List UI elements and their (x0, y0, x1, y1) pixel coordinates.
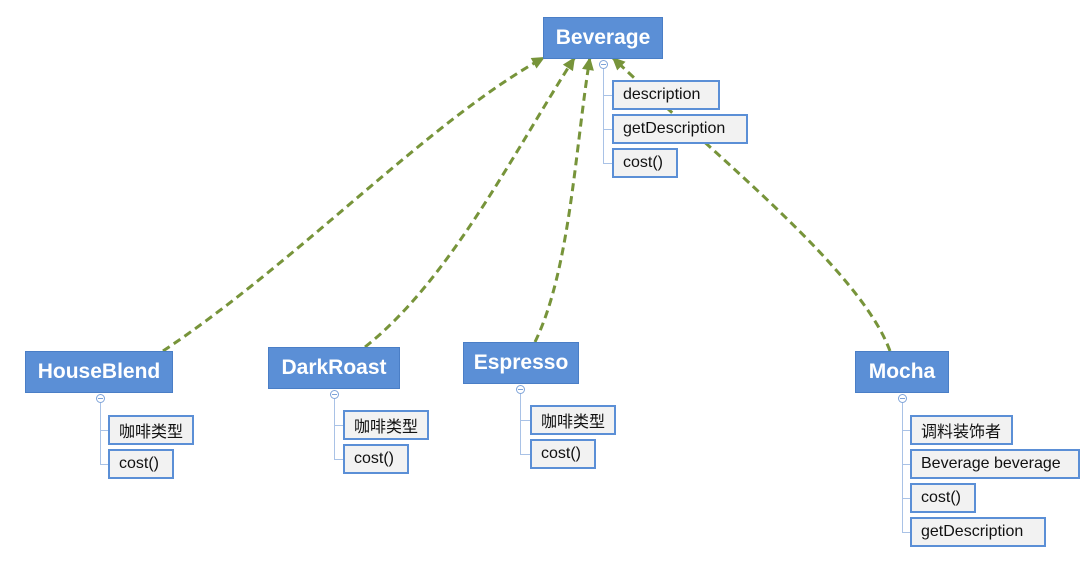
arrowhead-mocha (612, 57, 626, 71)
tree-branch (520, 454, 530, 455)
node-darkroast[interactable]: DarkRoast (268, 347, 400, 389)
mocha-member-beverage-beverage[interactable]: Beverage beverage (910, 449, 1080, 479)
mocha-member-item-0[interactable]: 调料装饰者 (910, 415, 1013, 445)
tree-branch (603, 95, 612, 96)
arrowhead-houseblend (530, 57, 545, 69)
collapse-toggle-mocha[interactable] (898, 394, 907, 403)
houseblend-member-cost[interactable]: cost() (108, 449, 174, 479)
edge-espresso-to-beverage (533, 56, 592, 343)
collapse-toggle-houseblend[interactable] (96, 394, 105, 403)
tree-line-mocha (902, 403, 903, 532)
tree-branch (100, 464, 108, 465)
node-mocha[interactable]: Mocha (855, 351, 949, 393)
arrowhead-darkroast (562, 57, 575, 72)
espresso-member-cost[interactable]: cost() (530, 439, 596, 469)
tree-branch (902, 464, 910, 465)
arrowhead-espresso (582, 57, 594, 71)
node-beverage[interactable]: Beverage (543, 17, 663, 59)
collapse-toggle-beverage[interactable] (599, 60, 608, 69)
tree-line-espresso (520, 394, 521, 454)
darkroast-member-cost[interactable]: cost() (343, 444, 409, 474)
tree-branch (603, 163, 612, 164)
tree-line-houseblend (100, 403, 101, 464)
tree-branch (334, 425, 343, 426)
tree-line-darkroast (334, 399, 335, 459)
mocha-member-cost[interactable]: cost() (910, 483, 976, 513)
espresso-member-item-0[interactable]: 咖啡类型 (530, 405, 616, 435)
mocha-member-getdescription[interactable]: getDescription (910, 517, 1046, 547)
beverage-member-cost[interactable]: cost() (612, 148, 678, 178)
tree-branch (902, 532, 910, 533)
tree-branch (334, 459, 343, 460)
tree-branch (520, 420, 530, 421)
tree-line-beverage (603, 69, 604, 163)
tree-branch (603, 129, 612, 130)
edge-darkroast-to-beverage (364, 56, 577, 349)
tree-branch (100, 430, 108, 431)
edge-houseblend-to-beverage (162, 55, 546, 353)
tree-branch (902, 498, 910, 499)
tree-branch (902, 430, 910, 431)
beverage-member-getdescription[interactable]: getDescription (612, 114, 748, 144)
collapse-toggle-espresso[interactable] (516, 385, 525, 394)
darkroast-member-item-0[interactable]: 咖啡类型 (343, 410, 429, 440)
beverage-member-description[interactable]: description (612, 80, 720, 110)
collapse-toggle-darkroast[interactable] (330, 390, 339, 399)
node-espresso[interactable]: Espresso (463, 342, 579, 384)
node-houseblend[interactable]: HouseBlend (25, 351, 173, 393)
houseblend-member-item-0[interactable]: 咖啡类型 (108, 415, 194, 445)
